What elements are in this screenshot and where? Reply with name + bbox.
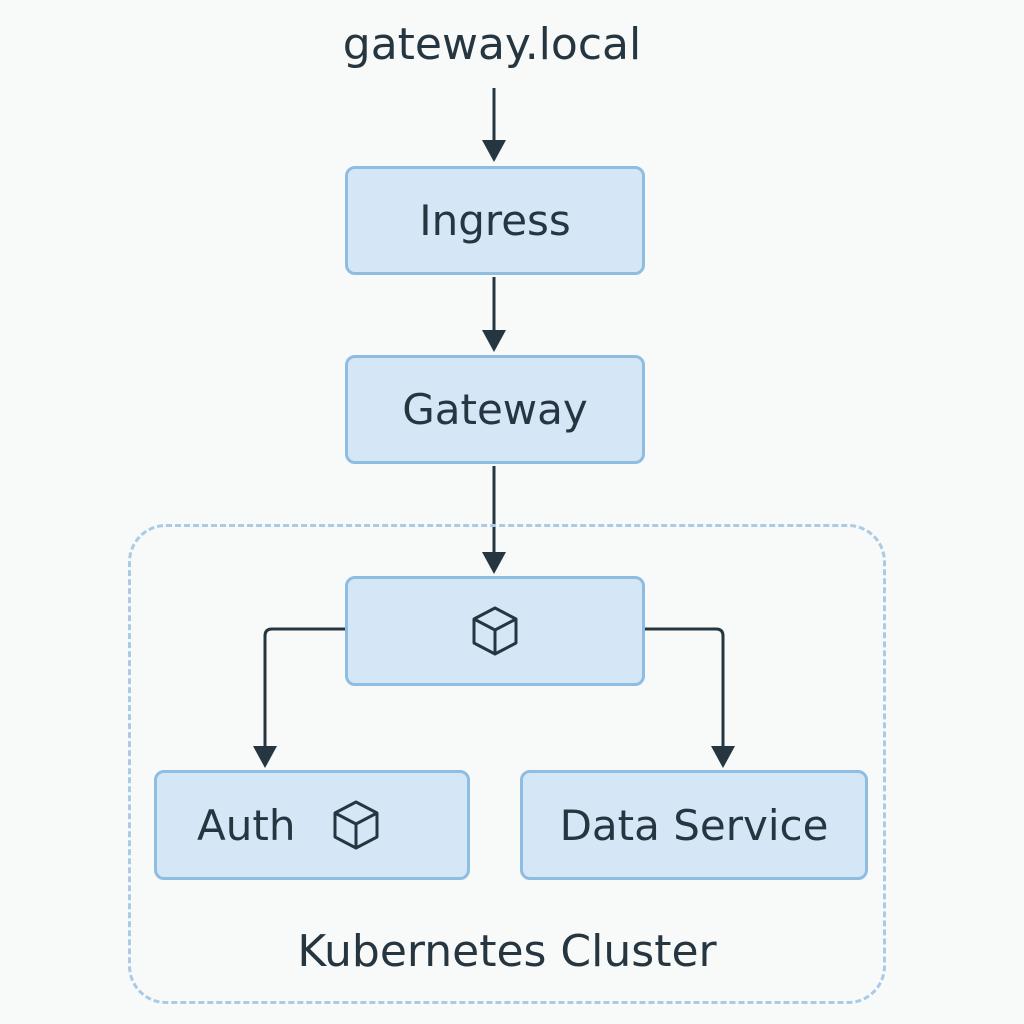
auth-label: Auth bbox=[197, 800, 296, 850]
cube-icon bbox=[472, 606, 518, 656]
ingress-label: Ingress bbox=[419, 196, 571, 245]
arrow-service-to-data-service bbox=[645, 627, 725, 752]
arrow-service-to-auth bbox=[263, 627, 345, 752]
kubernetes-cluster-boundary bbox=[128, 524, 886, 1004]
gateway-node[interactable]: Gateway bbox=[345, 355, 645, 464]
data-service-label: Data Service bbox=[559, 800, 829, 850]
gateway-label: Gateway bbox=[402, 385, 588, 434]
auth-node[interactable]: Auth bbox=[154, 770, 470, 880]
cube-icon bbox=[333, 800, 379, 850]
data-service-node[interactable]: Data Service bbox=[520, 770, 868, 880]
service-node[interactable] bbox=[345, 576, 645, 686]
host-label: gateway.local bbox=[342, 19, 642, 70]
cluster-label: Kubernetes Cluster bbox=[297, 926, 717, 977]
ingress-node[interactable]: Ingress bbox=[345, 166, 645, 275]
